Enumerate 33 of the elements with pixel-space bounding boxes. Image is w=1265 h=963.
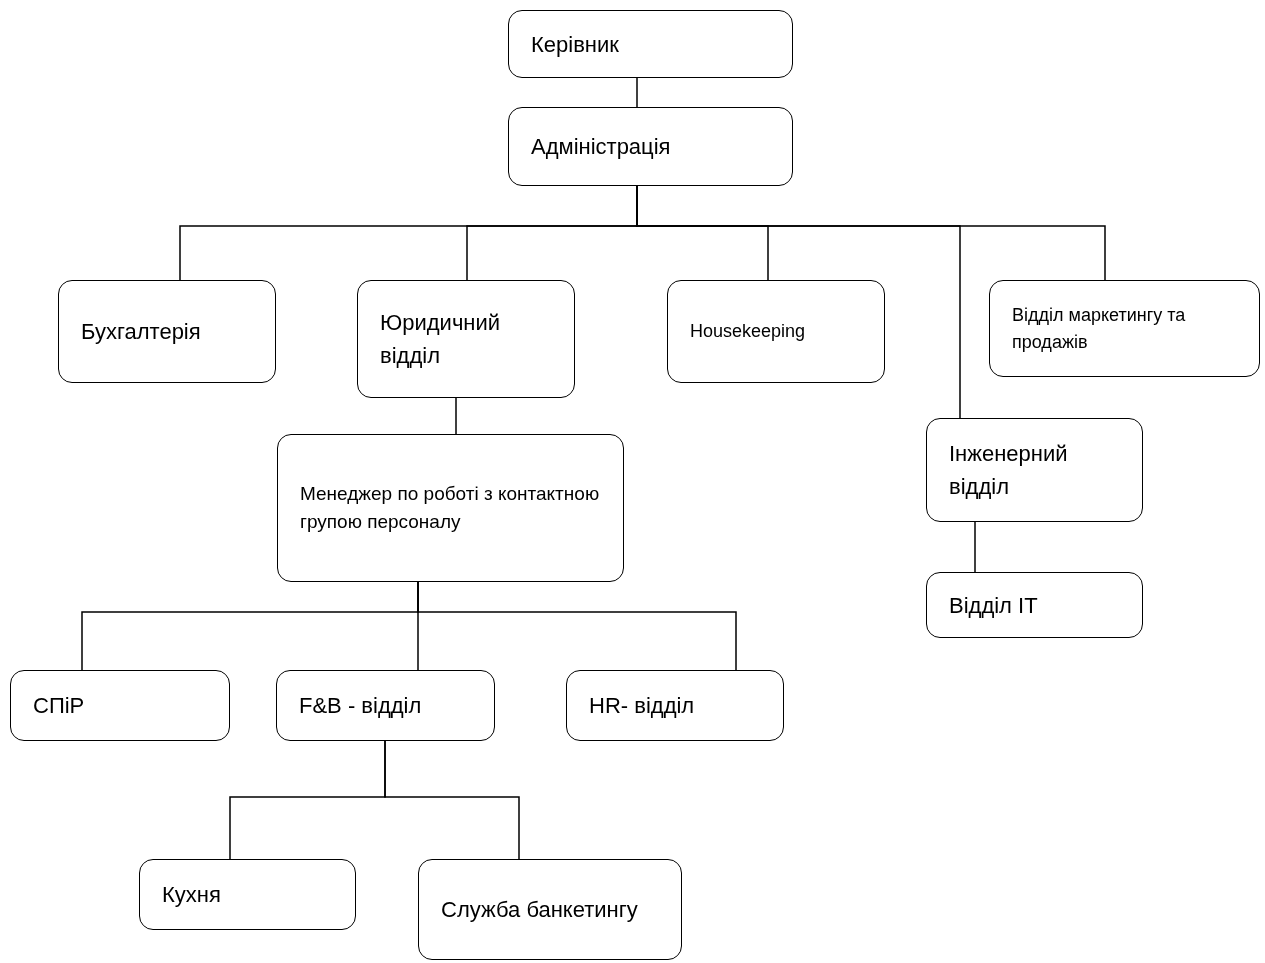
org-unit-box <box>418 859 682 960</box>
connector-line <box>974 521 976 573</box>
unit-label: Відділ маркетингу та продажів <box>1012 303 1187 354</box>
unit-label: Менеджер по роботі з контактною групою персоналу <box>300 481 601 534</box>
org-unit-box <box>508 10 793 78</box>
org-unit-box <box>667 280 885 383</box>
org-unit-box <box>566 670 784 741</box>
org-unit-box <box>989 280 1260 377</box>
unit-label: Кухня <box>162 881 221 909</box>
unit-label: Керівник <box>531 30 619 59</box>
unit-label: Адміністрація <box>531 133 671 161</box>
org-unit-box <box>357 280 575 398</box>
unit-label: Відділ IT <box>949 591 1038 620</box>
unit-label: СПіР <box>33 692 85 720</box>
org-unit-box <box>926 418 1143 522</box>
unit-label: Служба банкетингу <box>441 896 638 924</box>
unit-label: Housekeeping <box>690 320 806 343</box>
unit-label: F&B - відділ <box>299 692 422 720</box>
org-unit-box <box>508 107 793 186</box>
org-unit-box <box>58 280 276 383</box>
org-unit-box <box>926 572 1143 638</box>
org-unit-box <box>10 670 230 741</box>
connector-line <box>417 581 737 671</box>
connector-line <box>384 740 520 860</box>
unit-label: HR- відділ <box>589 692 695 720</box>
unit-label: Інженерний відділ <box>949 440 1069 501</box>
connector-line <box>636 77 638 108</box>
org-unit-box <box>276 670 495 741</box>
connector-line <box>455 397 457 435</box>
unit-label: Бухгалтерія <box>81 318 201 346</box>
unit-label: Юридичний відділ <box>380 309 502 370</box>
org-unit-box <box>277 434 624 582</box>
org-unit-box <box>139 859 356 930</box>
